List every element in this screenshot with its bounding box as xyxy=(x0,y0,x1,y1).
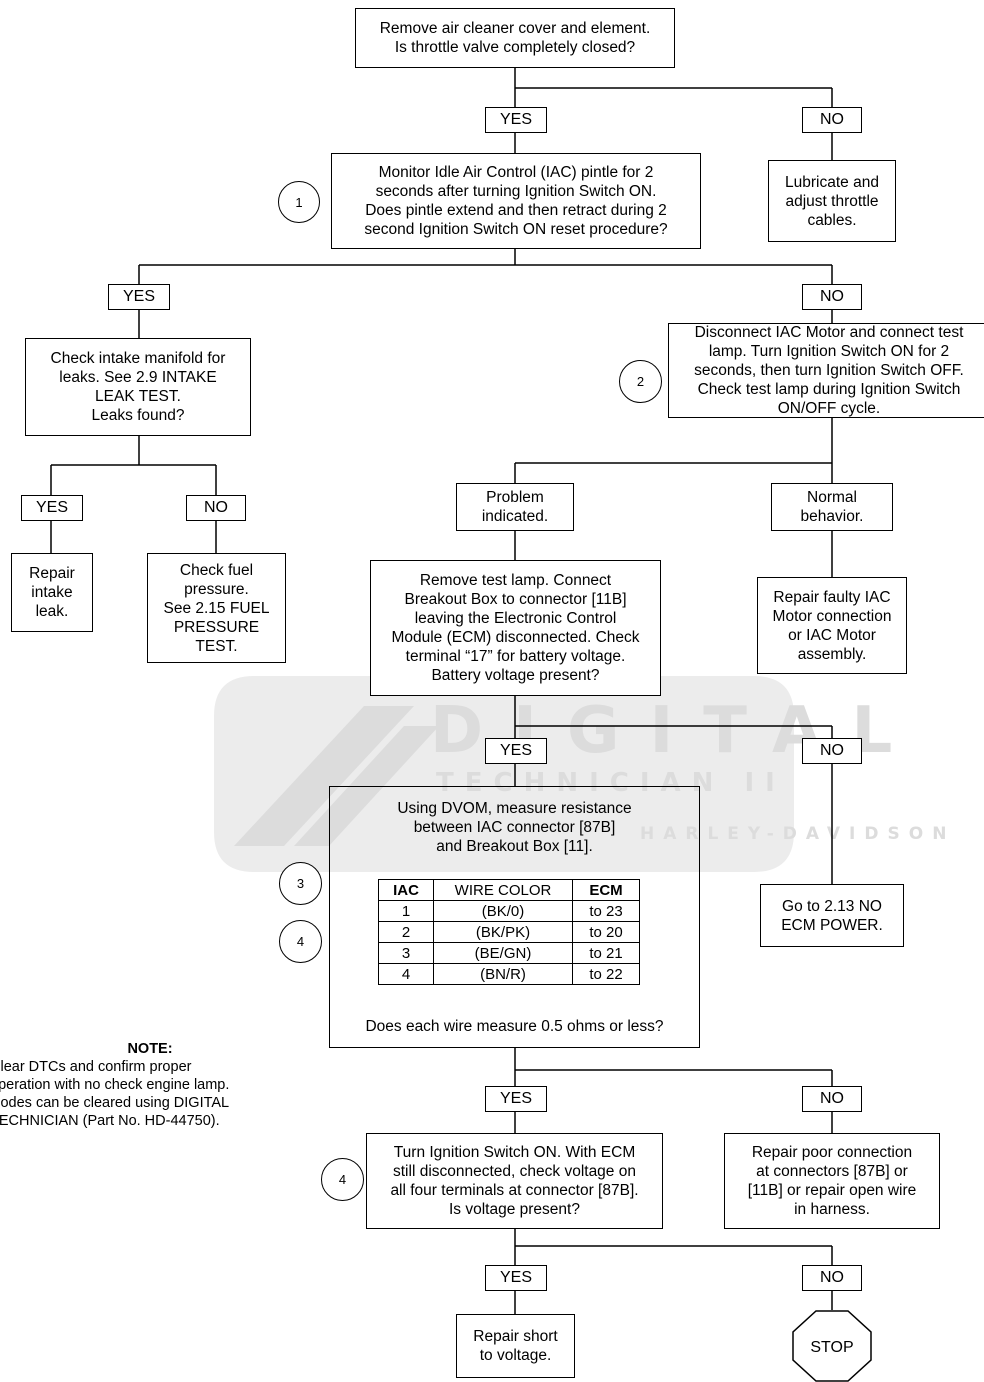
cell-wire-color: (BK/0) xyxy=(433,900,573,922)
cell-ecm: to 20 xyxy=(572,921,640,943)
yes-battery-voltage: YES xyxy=(485,738,547,764)
no-voltage-present: NO xyxy=(802,1265,862,1291)
no-resistance-ok: NO xyxy=(802,1086,862,1112)
result-normal-behavior: Normal behavior. xyxy=(771,483,893,531)
step-remove-air-cleaner: Remove air cleaner cover and element. Is… xyxy=(355,8,675,68)
cell-ecm: to 23 xyxy=(572,900,640,922)
step-repair-iac-motor: Repair faulty IAC Motor connection or IA… xyxy=(757,577,907,674)
cell-iac: 1 xyxy=(378,900,434,922)
step-measure-resistance: Using DVOM, measure resistance between I… xyxy=(329,786,700,1048)
step-disconnect-iac-motor: Disconnect IAC Motor and connect test la… xyxy=(668,323,984,418)
measure-resistance-instructions: Using DVOM, measure resistance between I… xyxy=(397,800,632,855)
step-remove-test-lamp: Remove test lamp. Connect Breakout Box t… xyxy=(370,560,661,696)
step-number-circle: 4 xyxy=(321,1158,364,1201)
step-number-circle: 1 xyxy=(278,181,320,223)
step-monitor-iac-pintle: Monitor Idle Air Control (IAC) pintle fo… xyxy=(331,153,701,249)
cell-iac: 2 xyxy=(378,921,434,943)
cell-iac: 3 xyxy=(378,942,434,964)
header-wire-color: WIRE COLOR xyxy=(433,879,573,901)
table-header-row: IAC WIRE COLOR ECM xyxy=(378,879,640,901)
table-row: 2 (BK/PK) to 20 xyxy=(378,921,640,943)
table-row: 4 (BN/R) to 22 xyxy=(378,963,640,985)
step-check-fuel-pressure: Check fuel pressure. See 2.15 FUEL PRESS… xyxy=(147,553,286,663)
step-number-circle: 4 xyxy=(279,920,322,963)
stop-octagon: STOP xyxy=(792,1310,872,1382)
no-pintle-ok: NO xyxy=(802,284,862,310)
header-ecm: ECM xyxy=(572,879,640,901)
iac-wire-table: IAC WIRE COLOR ECM 1 (BK/0) to 23 2 (BK/… xyxy=(378,879,640,985)
step-no-ecm-power: Go to 2.13 NO ECM POWER. xyxy=(760,884,904,947)
yes-leaks-found: YES xyxy=(21,495,83,521)
note-title: NOTE: xyxy=(127,1041,173,1057)
cell-wire-color: (BE/GN) xyxy=(433,942,573,964)
yes-voltage-present: YES xyxy=(485,1265,547,1291)
no-leaks-found: NO xyxy=(186,495,246,521)
yes-resistance-ok: YES xyxy=(485,1086,547,1112)
cell-iac: 4 xyxy=(378,963,434,985)
watermark-technician: TECHNICIAN II xyxy=(436,768,786,798)
step-number-circle: 2 xyxy=(619,360,662,403)
note-body: Clear DTCs and confirm proper operation … xyxy=(0,1059,230,1129)
measure-resistance-question: Does each wire measure 0.5 ohms or less? xyxy=(365,1018,664,1035)
yes-throttle-closed: YES xyxy=(485,107,547,133)
table-row: 1 (BK/0) to 23 xyxy=(378,900,640,922)
header-iac: IAC xyxy=(378,879,434,901)
step-repair-intake-leak: Repair intake leak. xyxy=(11,553,93,632)
step-check-intake-manifold: Check intake manifold for leaks. See 2.9… xyxy=(25,338,251,436)
step-repair-short: Repair short to voltage. xyxy=(456,1314,575,1378)
table-row: 3 (BE/GN) to 21 xyxy=(378,942,640,964)
no-battery-voltage: NO xyxy=(802,738,862,764)
step-repair-poor-connection: Repair poor connection at connectors [87… xyxy=(724,1133,940,1229)
note-block: NOTE: Clear DTCs and confirm proper oper… xyxy=(0,1040,290,1130)
yes-pintle-ok: YES xyxy=(108,284,170,310)
step-number-circle: 3 xyxy=(279,862,322,905)
cell-ecm: to 21 xyxy=(572,942,640,964)
cell-ecm: to 22 xyxy=(572,963,640,985)
stop-label: STOP xyxy=(810,1339,853,1356)
step-lubricate-cables: Lubricate and adjust throttle cables. xyxy=(768,160,896,242)
no-throttle-closed: NO xyxy=(802,107,862,133)
cell-wire-color: (BN/R) xyxy=(433,963,573,985)
result-problem-indicated: Problem indicated. xyxy=(456,483,574,531)
step-check-terminal-voltage: Turn Ignition Switch ON. With ECM still … xyxy=(366,1133,663,1229)
cell-wire-color: (BK/PK) xyxy=(433,921,573,943)
watermark-brand: HARLEY-DAVIDSON xyxy=(640,824,956,844)
